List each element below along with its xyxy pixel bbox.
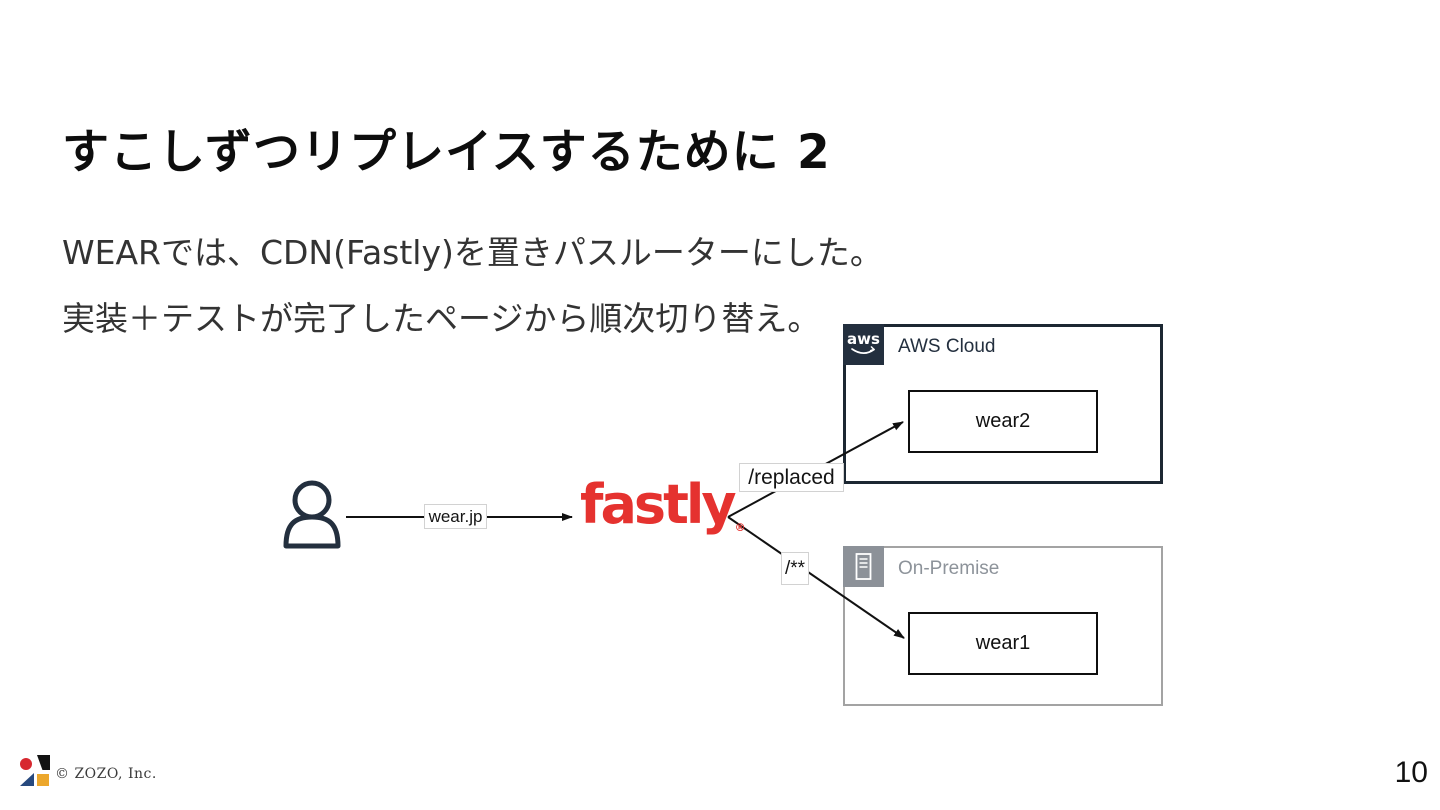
fastly-logo-text: fastly [580, 473, 737, 536]
node-wear2: wear2 [908, 390, 1098, 453]
fastly-logo: fastly® [580, 478, 746, 534]
onprem-group-title: On-Premise [898, 558, 1000, 579]
edge-label-wearjp: wear.jp [424, 504, 487, 529]
server-icon [843, 546, 884, 587]
aws-icon-text: aws [847, 330, 880, 348]
person-icon [283, 480, 341, 549]
body-text-line2: 実装＋テストが完了したページから順次切り替え。 [62, 299, 821, 338]
zozo-logo-red-circle [20, 758, 32, 770]
page-number: 10 [1394, 756, 1428, 789]
aws-logo-icon: aws [843, 324, 884, 365]
zozo-logo-blue-triangle [20, 773, 34, 786]
aws-group-title: AWS Cloud [898, 336, 996, 357]
copyright-text: © ZOZO, Inc. [55, 766, 157, 782]
zozo-logo-yellow-square [37, 774, 49, 786]
edge-label-replaced-path: /replaced [739, 463, 844, 492]
node-wear1: wear1 [908, 612, 1098, 675]
zozo-logo-black-shape [37, 755, 50, 770]
zozo-logo [20, 755, 51, 787]
registered-trademark-symbol: ® [734, 521, 746, 534]
body-text-line1: WEARでは、CDN(Fastly)を置きパスルーターにした。 [62, 233, 883, 272]
edge-label-wildcard-path: /** [781, 552, 809, 585]
slide-title: すこしずつリプレイスするために 2 [62, 125, 831, 181]
